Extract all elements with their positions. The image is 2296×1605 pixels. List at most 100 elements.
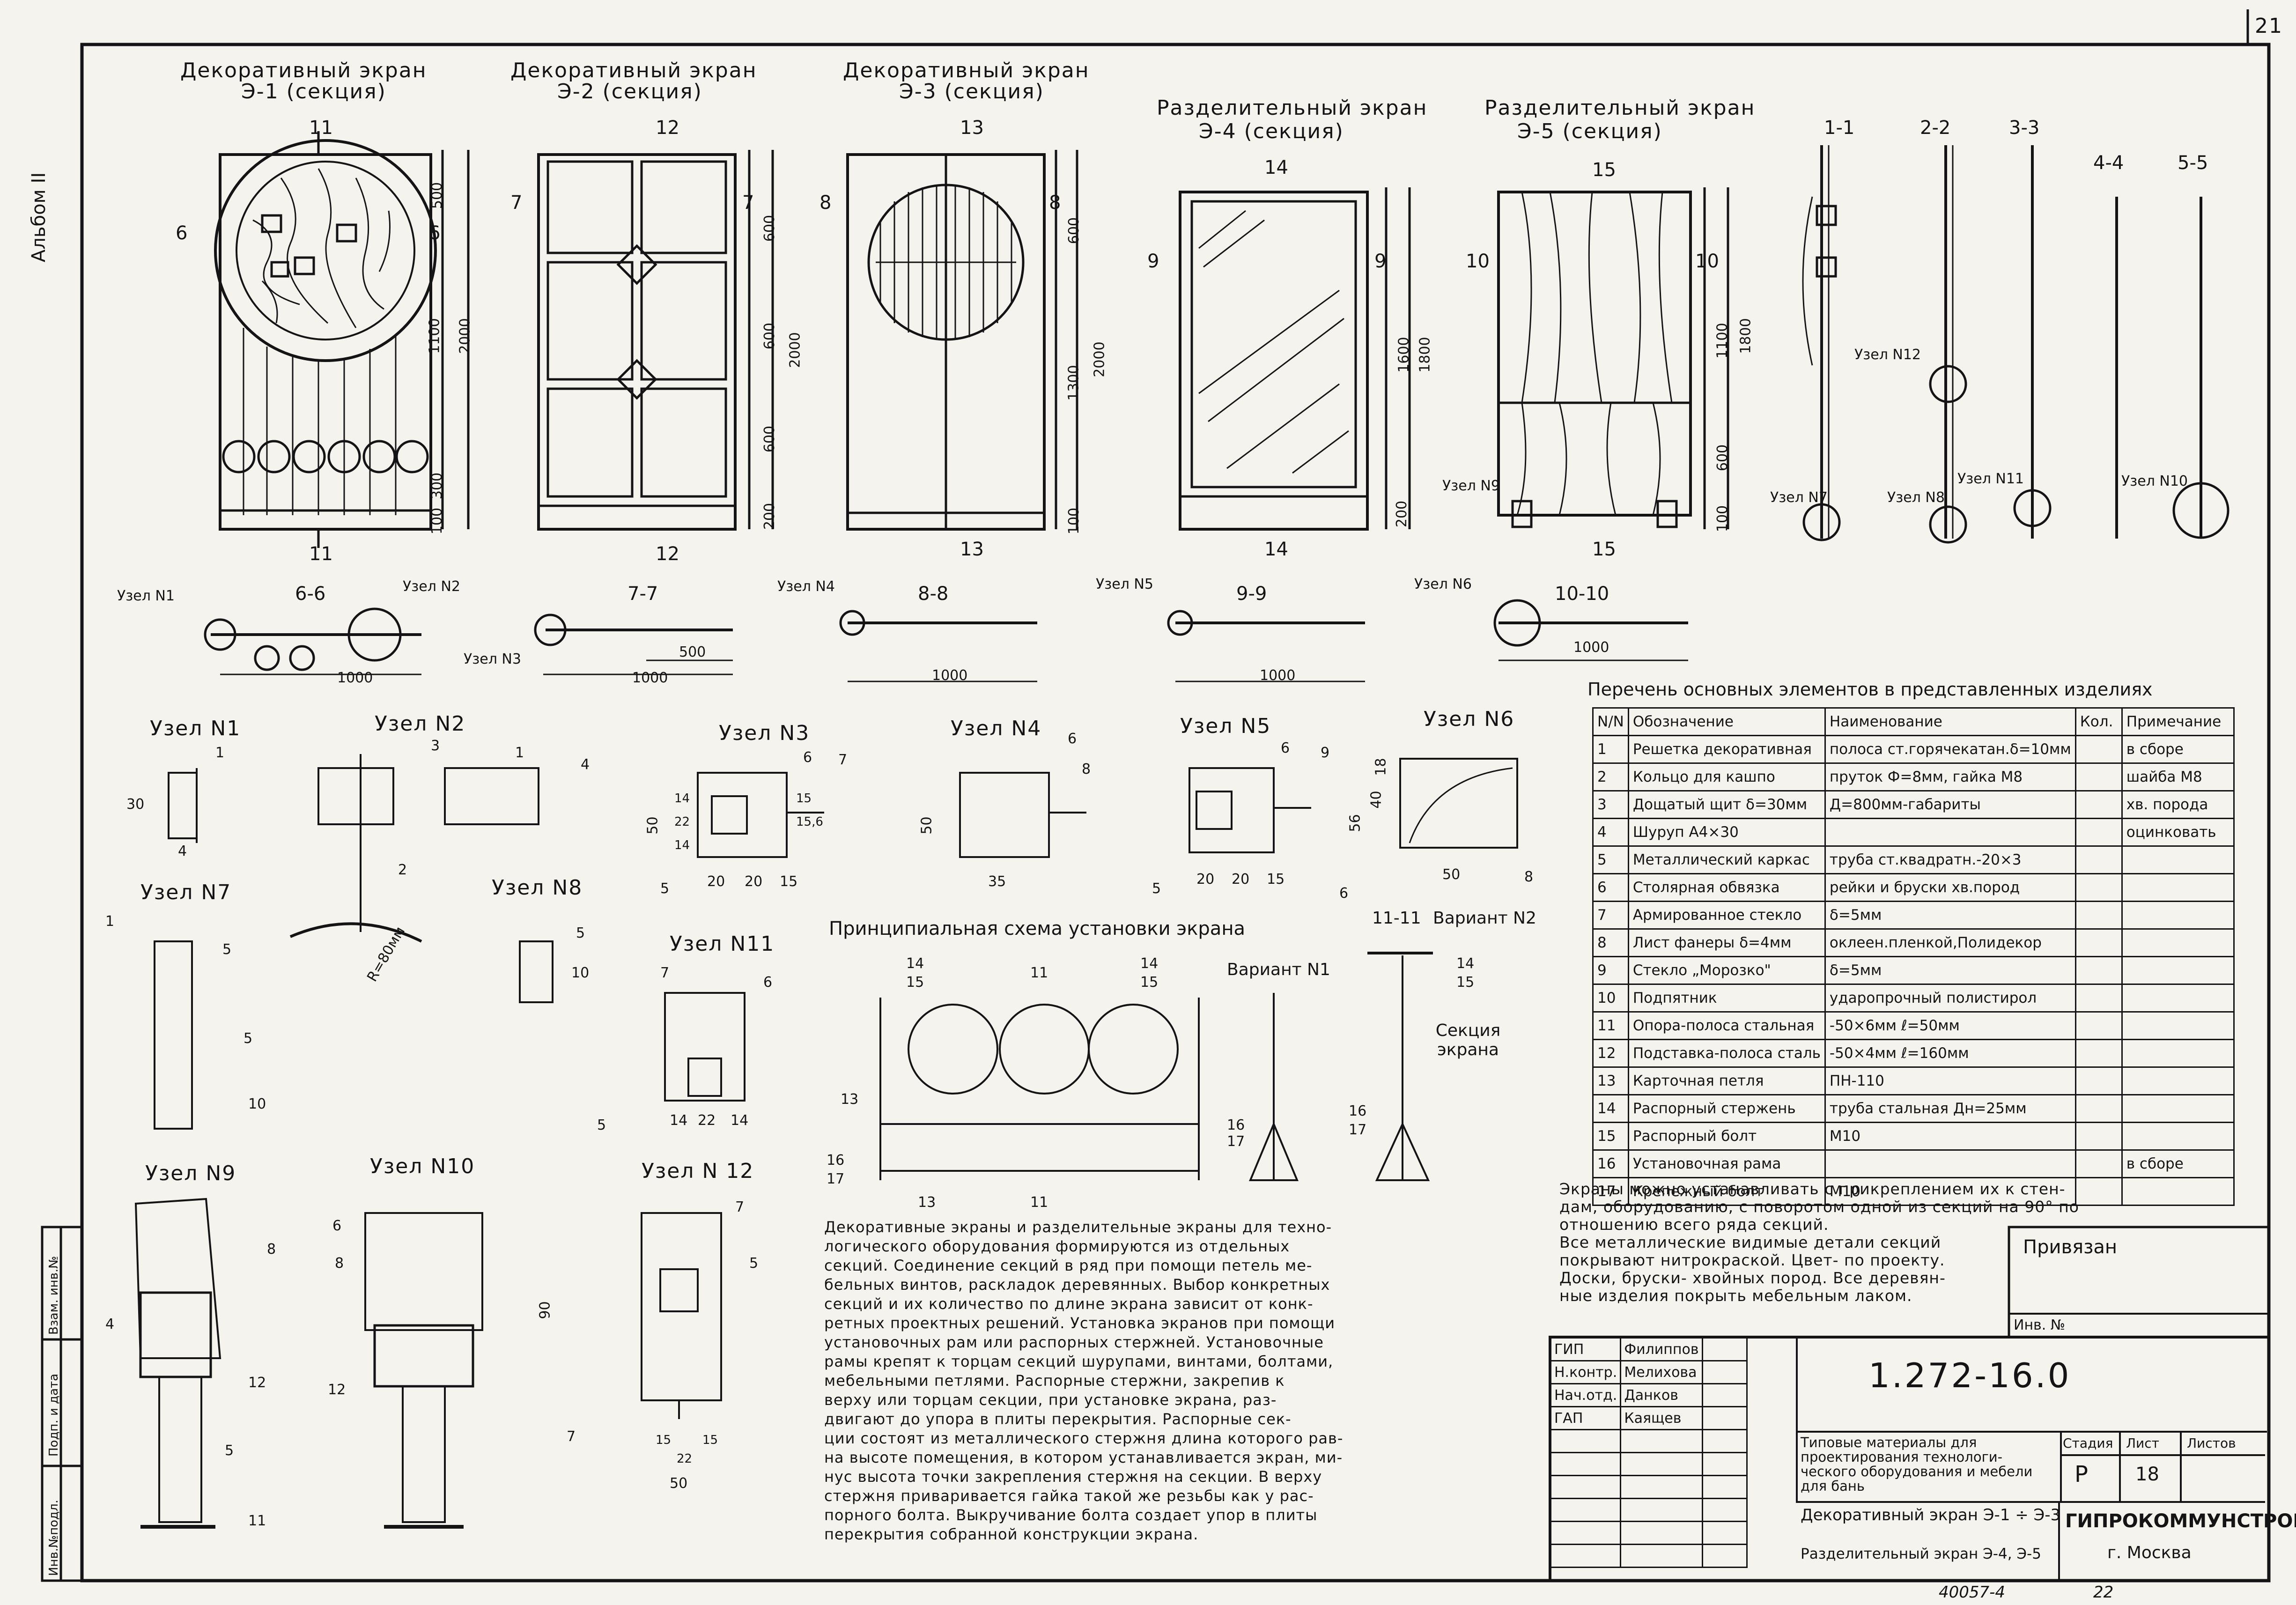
- spec-header-row: N/N Обозначение Наименование Кол. Примеч…: [1592, 707, 2235, 736]
- spec-cell: [2121, 845, 2235, 874]
- spec-cell: [2075, 1122, 2123, 1151]
- spec-cell: [2075, 901, 2123, 930]
- detail-n12-l7: 15: [702, 1433, 718, 1447]
- detail-n2-title: Узел N2: [375, 712, 466, 736]
- section-10-10-dim: 1000: [1573, 639, 1609, 656]
- profile-1-1: 1-1: [1824, 117, 1855, 139]
- detail-n6-l3: 18: [1373, 758, 1389, 776]
- stamp-empty: [1701, 1429, 1748, 1453]
- screen-e2-sub: Э-2 (секция): [557, 80, 702, 104]
- stamp-stage-header: Стадия: [2063, 1435, 2113, 1451]
- stamp-empty: [1550, 1498, 1622, 1522]
- e3-cut-bottom: 13: [960, 539, 984, 560]
- e5-right-mark: 10: [1695, 251, 1719, 272]
- e1-dim-500: 500: [429, 182, 446, 209]
- spec-header: Обозначение: [1627, 707, 1826, 736]
- e5-dim-100: 100: [1714, 505, 1731, 533]
- spec-cell: [1824, 818, 2076, 847]
- detail-n1-l1: 1: [215, 745, 225, 761]
- spec-cell: Карточная петля: [1627, 1066, 1826, 1095]
- stamp-sign: [1701, 1406, 1748, 1430]
- spec-cell: 9: [1592, 956, 1629, 985]
- spec-cell: 15: [1592, 1122, 1629, 1151]
- e2-dim-2000: 2000: [787, 332, 804, 368]
- stamp-code-box: [1796, 1337, 2267, 1433]
- profile-2-2: 2-2: [1920, 117, 1951, 139]
- stamp-stage-box: [2060, 1431, 2265, 1503]
- detail-n12-l5: 15: [656, 1433, 672, 1447]
- spec-header: Примечание: [2121, 707, 2235, 736]
- detail-n12-l4: 90: [537, 1301, 554, 1319]
- detail-n7-l4: 10: [248, 1096, 266, 1112]
- section-9-9-node5: Узел N5: [1096, 576, 1153, 592]
- section-10-10: 10-10: [1555, 583, 1609, 605]
- stamp-desc-box: [1796, 1431, 2062, 1503]
- spec-cell: [2121, 901, 2235, 930]
- spec-cell: Решетка декоративная: [1627, 735, 1826, 764]
- detail-n10-l2: 8: [335, 1255, 344, 1272]
- spec-cell: [2075, 984, 2123, 1013]
- stamp-city: г. Москва: [2107, 1543, 2192, 1562]
- scheme-mark-17b: 17: [1227, 1133, 1245, 1150]
- detail-n3-l11: 20: [745, 873, 763, 890]
- stamp-stage-value: Р: [2075, 1461, 2088, 1487]
- e5-cut-bottom: 15: [1592, 539, 1616, 560]
- spec-cell: Подставка-полоса сталь: [1627, 1039, 1826, 1068]
- e2-dim-600c: 600: [761, 425, 778, 453]
- detail-n11-l6: 14: [731, 1112, 749, 1129]
- scheme-mark-15b: 15: [1140, 974, 1159, 991]
- spec-cell: Распорный стержень: [1627, 1094, 1826, 1123]
- scheme-mark-15c: 15: [1456, 974, 1475, 991]
- screen-e1-sub: Э-1 (секция): [241, 80, 386, 104]
- detail-n11-l2: 6: [763, 974, 773, 991]
- spec-cell: 14: [1592, 1094, 1629, 1123]
- section-7-7: 7-7: [628, 583, 658, 605]
- detail-n1-l3: 4: [178, 843, 187, 859]
- spec-cell: [2075, 1149, 2123, 1178]
- detail-n8-l2: 10: [571, 965, 590, 981]
- spec-cell: [2075, 928, 2123, 957]
- detail-n12-l6: 22: [677, 1452, 693, 1466]
- section-6-6: 6-6: [295, 583, 326, 605]
- section-6-6-node2: Узел N2: [403, 578, 460, 595]
- scheme-title: Принципиальная схема установки экрана: [829, 918, 1245, 939]
- detail-n9-l2: 4: [105, 1316, 115, 1332]
- spec-cell: [2075, 762, 2123, 791]
- spec-cell: М10: [1824, 1177, 2076, 1206]
- detail-n7-l1: 1: [105, 913, 115, 930]
- spec-cell: 4: [1592, 818, 1629, 847]
- e4-right-mark: 9: [1374, 251, 1387, 272]
- detail-n2-l1: 3: [431, 738, 440, 754]
- stamp-empty: [1550, 1475, 1622, 1499]
- detail-n6-l5: 50: [1442, 866, 1461, 883]
- profile-4-4: 4-4: [2093, 152, 2124, 174]
- detail-n5-l5: 20: [1232, 871, 1250, 888]
- spec-header: N/N: [1592, 707, 1629, 736]
- detail-n5-l3: 5: [1152, 880, 1161, 897]
- spec-cell: Распорный болт: [1627, 1122, 1826, 1151]
- screen-e3-drawing: [846, 150, 1078, 531]
- spec-cell: Кольцо для кашпо: [1627, 762, 1826, 791]
- stamp-empty: [1550, 1452, 1622, 1476]
- section-6-6-node1: Узел N1: [117, 588, 175, 604]
- scheme-mark-15: 15: [906, 974, 924, 991]
- detail-n4-l2: 8: [1082, 761, 1091, 777]
- detail-n12-l1: 7: [735, 1199, 745, 1215]
- stamp-sheet-divider: [2180, 1431, 2182, 1501]
- screen-e5-drawing: [1497, 187, 1729, 529]
- e3-right-mark: 8: [1049, 192, 1061, 214]
- stamp-empty: [1550, 1521, 1622, 1545]
- spec-cell: -50×6мм ℓ=50мм: [1824, 1011, 2076, 1040]
- stamp-role: Нач.отд.: [1550, 1383, 1622, 1407]
- detail-n3-l9: 5: [660, 880, 670, 897]
- detail-n10-l1: 6: [332, 1218, 342, 1234]
- detail-n5-l4: 20: [1196, 871, 1215, 888]
- e1-dim-300: 300: [429, 472, 446, 500]
- spec-cell: [2075, 1177, 2123, 1206]
- detail-n10-title: Узел N10: [370, 1154, 475, 1178]
- detail-n9-l5: 11: [248, 1513, 266, 1529]
- privyazan-label: Привязан: [2023, 1236, 2118, 1258]
